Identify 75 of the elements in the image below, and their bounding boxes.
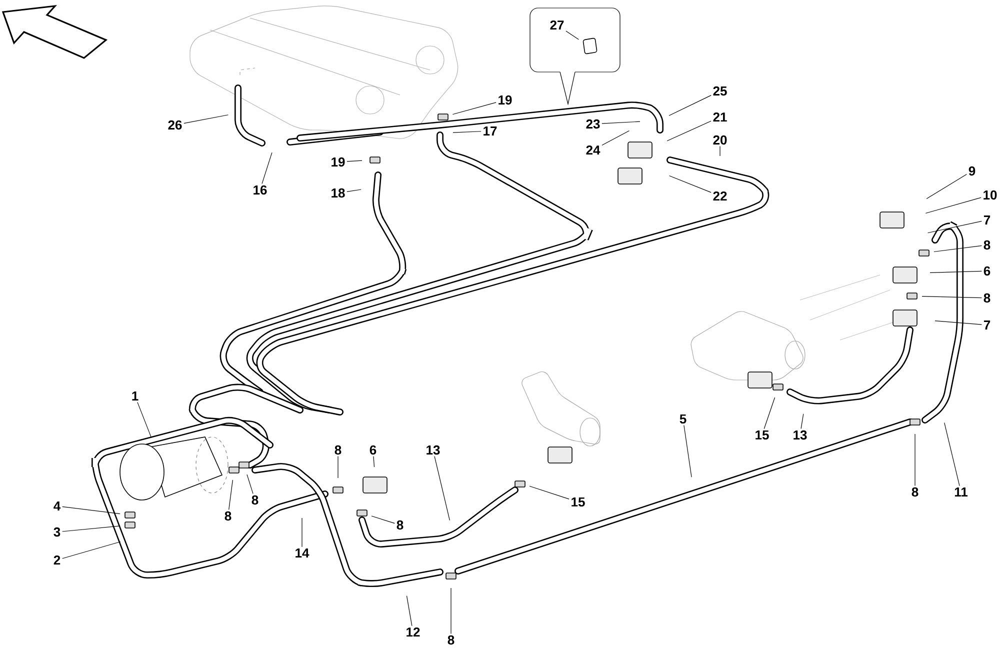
leader-line [926,174,967,200]
callout-number: 20 [713,135,727,145]
callout-number: 17 [484,126,497,136]
leader-line [602,130,630,146]
leader-line [373,456,375,468]
leader-line [371,516,395,524]
callout-number: 8 [912,487,918,497]
callout-number: 3 [54,527,60,537]
callout-number: 4 [54,502,61,510]
callout-number: 18 [332,188,345,198]
leader-line [602,121,640,124]
leader-line [346,160,362,162]
callout-number: 25 [713,86,727,96]
leader-line [934,245,982,252]
callout-number: 22 [713,191,727,201]
leader-line [764,397,776,430]
leader-line [62,541,121,559]
callout-number: 12 [406,627,420,637]
leader-line [62,506,120,514]
callout-number: 15 [572,497,585,507]
callout-number: 13 [794,430,807,440]
leader-line [914,434,916,486]
callout-number: 19 [332,157,345,167]
callout-number: 8 [334,445,342,455]
callout-number: 1 [132,392,138,400]
leader-line [184,114,228,124]
leader-line [684,424,692,478]
callout-number: 16 [254,185,267,195]
leader-line [434,456,450,521]
callout-number: 8 [984,293,990,303]
leader-line [934,320,982,325]
callout-number: 24 [586,145,600,155]
leader-line [944,422,960,486]
leader-line [925,197,982,214]
callout-number: 21 [713,112,727,122]
leader-line [452,131,482,133]
callout-number: 23 [586,119,600,129]
leader-line [137,402,152,438]
callout-number: 27 [550,20,564,30]
leader-line [452,102,496,115]
callout-number: 26 [168,120,182,130]
callout-number: 8 [252,495,258,505]
callout-number: 10 [984,190,997,200]
leader-line [529,486,570,500]
leader-line [922,296,982,298]
leader-line [666,120,712,142]
callout-number: 7 [984,320,990,330]
callout-number: 8 [396,520,404,530]
callout-number: 6 [984,266,990,276]
leader-line [927,220,982,234]
leader-line [668,95,712,116]
callout-number: 8 [448,635,454,645]
leader-line [228,480,234,510]
leader-line [800,414,804,429]
leader-line [62,526,120,532]
callout-number: 2 [54,555,60,565]
leader-line [346,189,362,192]
callout-number: 7 [984,216,990,224]
callout-number: 19 [498,95,512,105]
leader-line [246,474,254,494]
callout-number: 14 [296,548,310,558]
callout-number: 9 [968,166,976,176]
leader-line [566,30,579,40]
callout-number: 11 [954,488,968,496]
leader-line [406,596,412,626]
leader-line [930,270,982,273]
leader-line [262,152,272,184]
callout-number: 13 [426,445,440,455]
callout-number: 8 [224,511,232,521]
callout-number: 8 [984,240,990,250]
callout-number: 15 [756,430,769,440]
callout-number: 5 [680,414,686,424]
callout-number: 6 [370,445,376,455]
leader-line [669,175,712,193]
leader-line [450,588,452,634]
